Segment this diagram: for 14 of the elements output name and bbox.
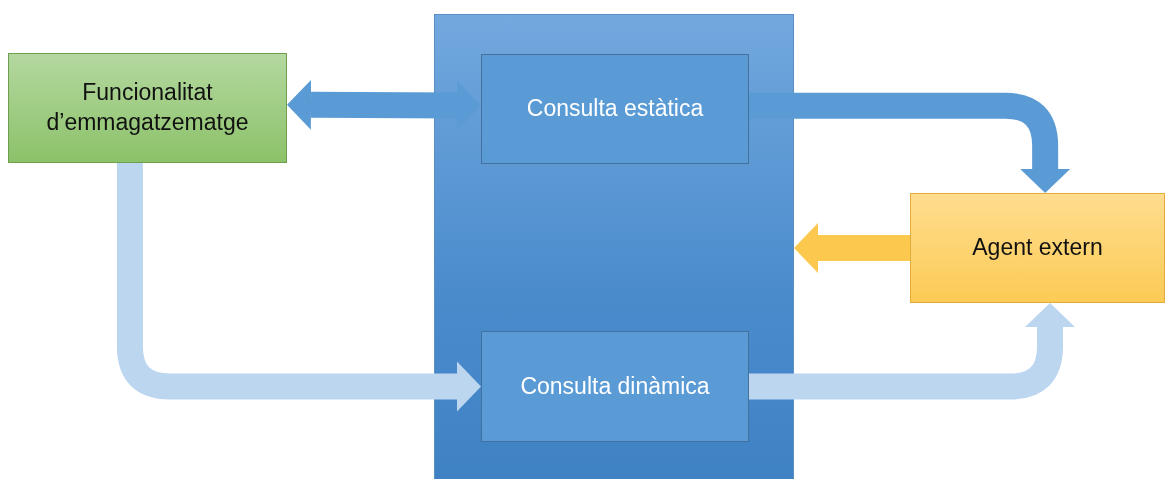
process-box	[481, 331, 749, 442]
box-label: Agent extern	[972, 233, 1103, 263]
block-arrow	[749, 92, 1071, 193]
block-arrow	[794, 223, 910, 274]
box-label: Consulta estàtica	[526, 94, 704, 124]
block-arrow	[116, 163, 481, 412]
process-box	[910, 193, 1165, 303]
box-label: Consulta dinàmica	[520, 371, 710, 401]
process-box	[8, 53, 287, 163]
process-box	[481, 54, 749, 164]
panel-box	[434, 14, 794, 479]
box-label: Funcionalitat d’emmagatzematge	[45, 78, 250, 137]
block-arrow	[749, 303, 1075, 400]
block-arrow	[287, 79, 481, 131]
